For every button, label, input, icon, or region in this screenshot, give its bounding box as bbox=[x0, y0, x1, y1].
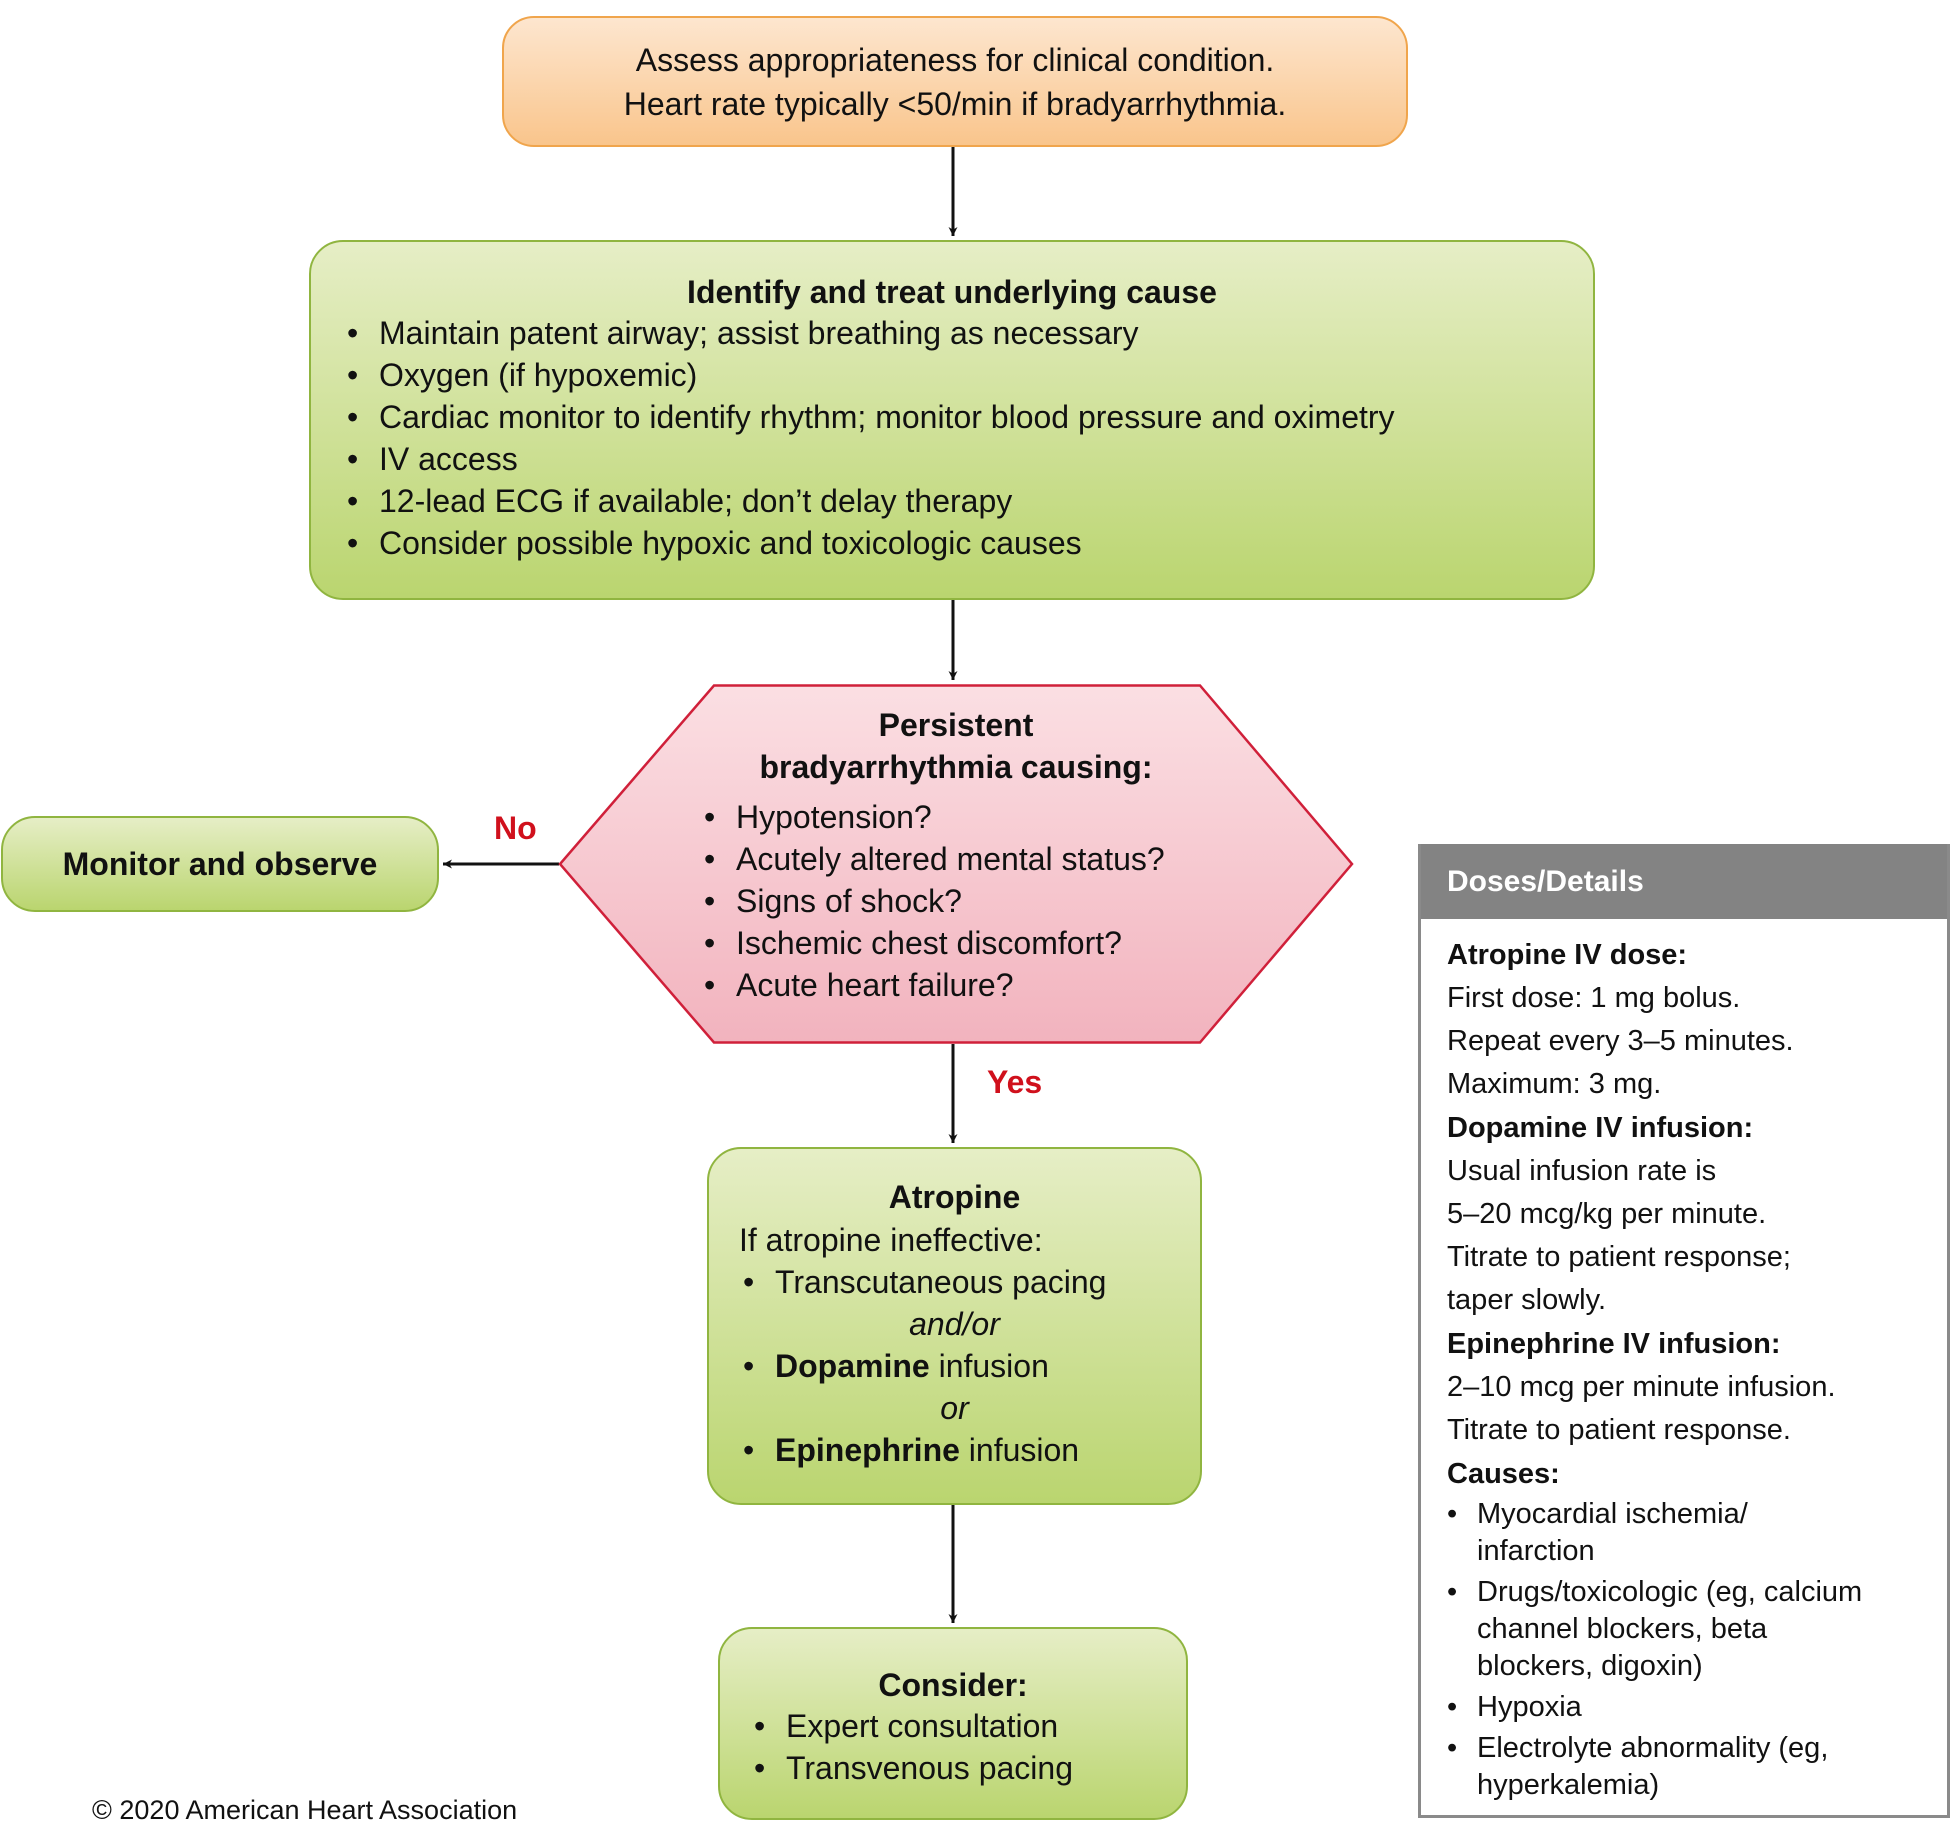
monitor-observe-box: Monitor and observe bbox=[1, 816, 439, 912]
monitor-observe-label: Monitor and observe bbox=[62, 845, 378, 882]
decision-hexagon: Persistent bradyarrhythmia causing: Hypo… bbox=[558, 684, 1354, 1044]
yes-label: Yes bbox=[987, 1064, 1043, 1100]
identify-cause-list: Maintain patent airway; assist breathing… bbox=[343, 312, 1593, 564]
conjunction-and-or: and/or bbox=[909, 1306, 1000, 1342]
dose-line: taper slowly. bbox=[1447, 1284, 1607, 1316]
consider-box: Consider: Expert consultation Transvenou… bbox=[718, 1627, 1188, 1820]
list-item: Maintain patent airway; assist breathing… bbox=[343, 312, 1593, 354]
list-item: Expert consultation bbox=[750, 1705, 1186, 1747]
decision-title-line-1: Persistent bbox=[878, 707, 1034, 743]
dose-line: Repeat every 3–5 minutes. bbox=[1447, 1025, 1794, 1057]
atropine-intro: If atropine ineffective: bbox=[739, 1222, 1043, 1258]
option-pacing: Transcutaneous pacing bbox=[775, 1264, 1107, 1300]
dose-line: Titrate to patient response. bbox=[1447, 1414, 1791, 1446]
list-item: IV access bbox=[343, 438, 1593, 480]
option-dopamine: Dopamine bbox=[775, 1348, 930, 1384]
consider-title: Consider: bbox=[878, 1667, 1028, 1703]
list-item: Myocardial ischemia/ infarction bbox=[1447, 1496, 1867, 1570]
dose-line: Maximum: 3 mg. bbox=[1447, 1068, 1662, 1100]
list-item: Cardiac monitor to identify rhythm; moni… bbox=[343, 396, 1593, 438]
list-item: Acutely altered mental status? bbox=[700, 838, 1165, 880]
doses-details-header: Doses/Details bbox=[1421, 844, 1947, 919]
list-item: Drugs/toxicologic (eg, calcium channel b… bbox=[1447, 1574, 1867, 1685]
atropine-dose-heading: Atropine IV dose: bbox=[1447, 939, 1688, 971]
list-item: Oxygen (if hypoxemic) bbox=[343, 354, 1593, 396]
list-item: Dopamine infusion bbox=[739, 1345, 1200, 1387]
option-epinephrine-rest: infusion bbox=[959, 1432, 1080, 1468]
list-item: Hypotension? bbox=[700, 796, 1165, 838]
atropine-options-list-2: Dopamine infusion bbox=[739, 1345, 1200, 1387]
causes-list: Myocardial ischemia/ infarction Drugs/to… bbox=[1447, 1496, 1867, 1804]
list-item: Consider possible hypoxic and toxicologi… bbox=[343, 522, 1593, 564]
dose-line: Usual infusion rate is bbox=[1447, 1155, 1717, 1187]
dose-line: First dose: 1 mg bolus. bbox=[1447, 982, 1741, 1014]
dopamine-dose-heading: Dopamine IV infusion: bbox=[1447, 1112, 1754, 1144]
decision-criteria-list: Hypotension? Acutely altered mental stat… bbox=[700, 796, 1165, 1006]
assess-line-1: Assess appropriateness for clinical cond… bbox=[635, 41, 1275, 78]
causes-heading: Causes: bbox=[1447, 1458, 1560, 1490]
consider-list: Expert consultation Transvenous pacing bbox=[750, 1705, 1186, 1789]
identify-cause-title: Identify and treat underlying cause bbox=[687, 274, 1217, 310]
atropine-title: Atropine bbox=[888, 1179, 1021, 1215]
list-item: Electrolyte abnormality (eg, hyperkalemi… bbox=[1447, 1730, 1867, 1804]
list-item: Transvenous pacing bbox=[750, 1747, 1186, 1789]
list-item: Acute heart failure? bbox=[700, 964, 1165, 1006]
list-item: Signs of shock? bbox=[700, 880, 1165, 922]
identify-cause-box: Identify and treat underlying cause Main… bbox=[309, 240, 1595, 600]
list-item: 12-lead ECG if available; don’t delay th… bbox=[343, 480, 1593, 522]
option-epinephrine: Epinephrine bbox=[775, 1432, 960, 1468]
assess-box: Assess appropriateness for clinical cond… bbox=[502, 16, 1408, 147]
atropine-box: Atropine If atropine ineffective: Transc… bbox=[707, 1147, 1202, 1505]
conjunction-or: or bbox=[940, 1390, 969, 1426]
decision-title-line-2: bradyarrhythmia causing: bbox=[759, 749, 1153, 785]
dose-line: 5–20 mcg/kg per minute. bbox=[1447, 1198, 1767, 1230]
list-item: Epinephrine infusion bbox=[739, 1429, 1200, 1471]
copyright-notice: © 2020 American Heart Association bbox=[92, 1795, 518, 1825]
no-label: No bbox=[494, 810, 537, 846]
list-item: Transcutaneous pacing bbox=[739, 1261, 1200, 1303]
dose-line: 2–10 mcg per minute infusion. bbox=[1447, 1371, 1836, 1403]
option-dopamine-rest: infusion bbox=[929, 1348, 1049, 1384]
assess-line-2: Heart rate typically <50/min if bradyarr… bbox=[623, 85, 1287, 122]
atropine-options-list: Transcutaneous pacing bbox=[739, 1261, 1200, 1303]
list-item: Hypoxia bbox=[1447, 1689, 1867, 1726]
list-item: Ischemic chest discomfort? bbox=[700, 922, 1165, 964]
atropine-options-list-3: Epinephrine infusion bbox=[739, 1429, 1200, 1471]
dose-line: Titrate to patient response; bbox=[1447, 1241, 1791, 1273]
epinephrine-dose-heading: Epinephrine IV infusion: bbox=[1447, 1328, 1781, 1360]
doses-details-panel: Doses/Details Atropine IV dose: First do… bbox=[1418, 844, 1950, 1818]
